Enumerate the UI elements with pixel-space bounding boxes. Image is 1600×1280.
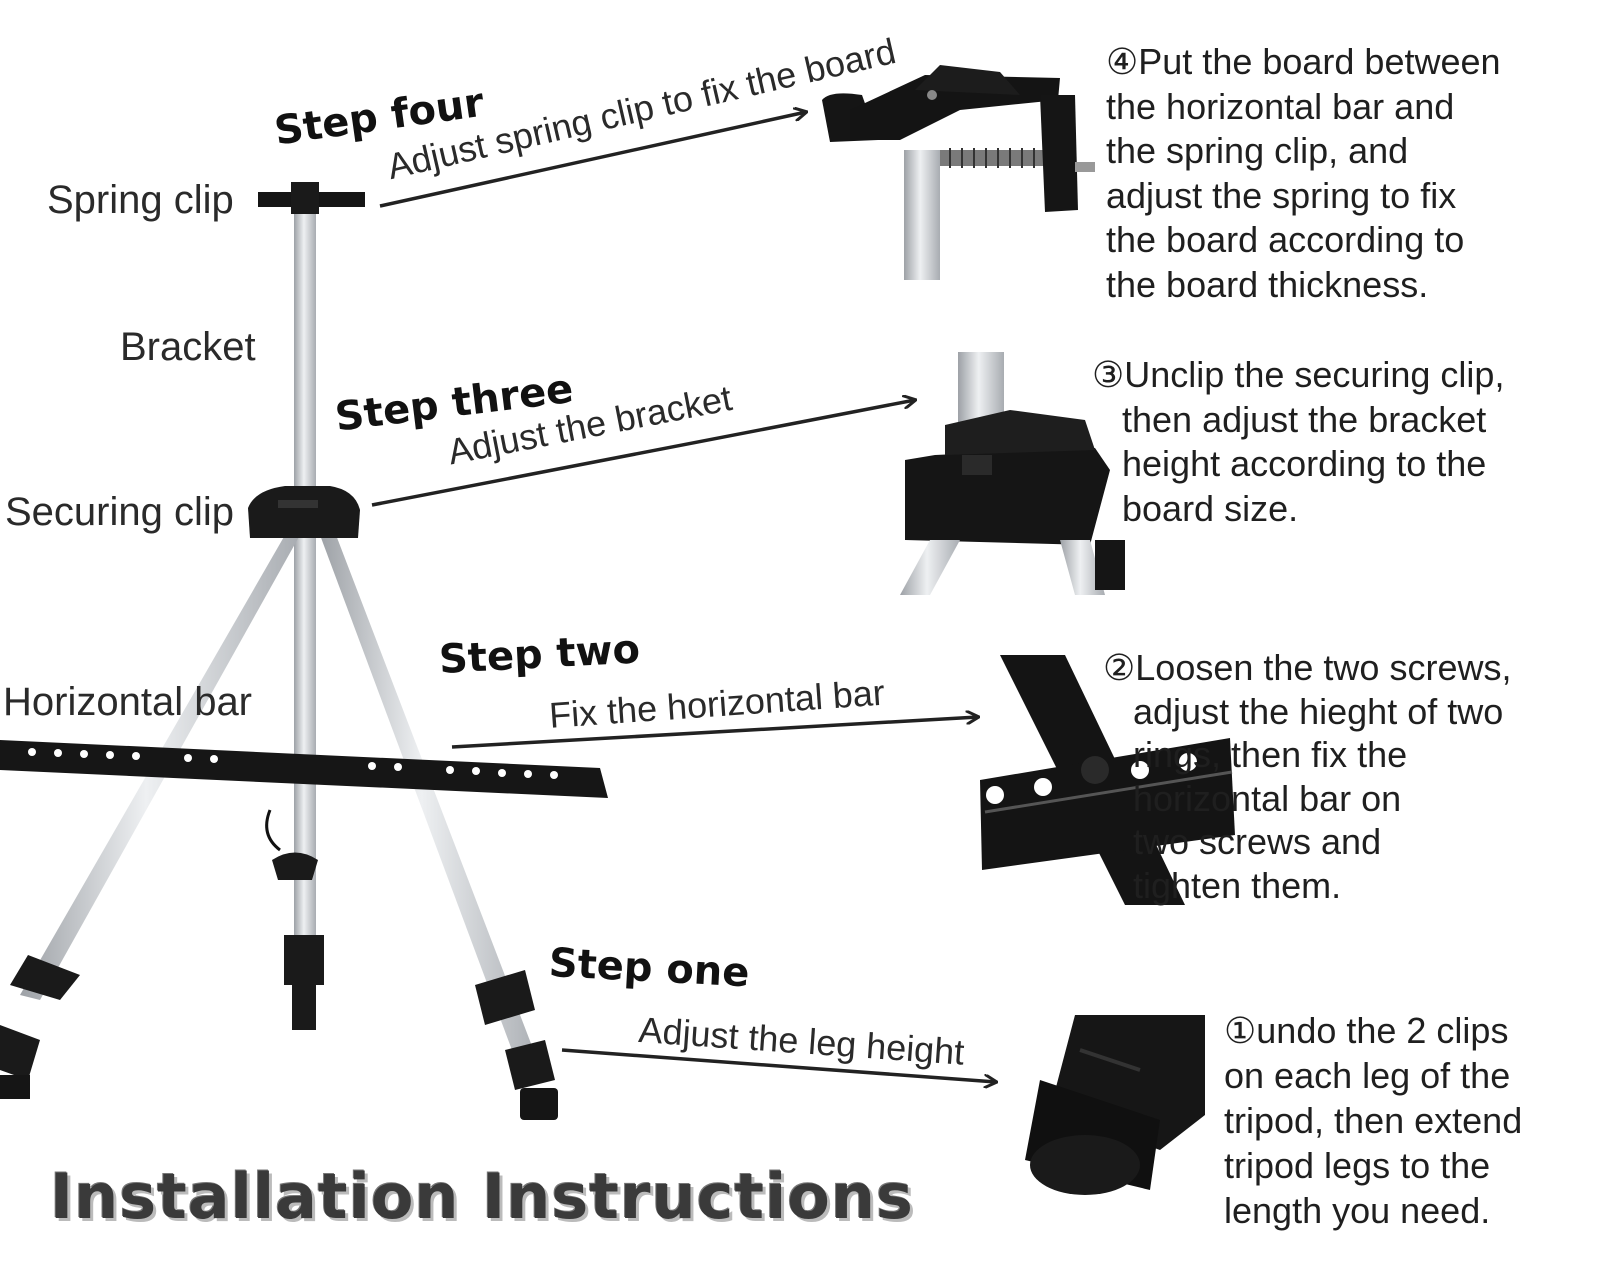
step-arrows: [371, 112, 996, 1082]
step-four-description: ④Put the board between the horizontal ba…: [1106, 41, 1501, 305]
step-two-description: ②Loosen the two screws, adjust the hiegh…: [1103, 647, 1512, 906]
step-two-heading: Step two: [437, 626, 642, 683]
horizontal-bar-detail-photo: [980, 655, 1235, 905]
arrow-step-four: [379, 112, 806, 208]
label-spring-clip: Spring clip: [47, 178, 234, 222]
step-one-description: ①undo the 2 clips on each leg of the tri…: [1224, 1010, 1523, 1231]
spring-clip-detail-photo: [822, 65, 1095, 280]
step-one-heading: Step one: [547, 940, 751, 997]
page-title: Installation Instructions: [50, 1160, 914, 1233]
label-bracket: Bracket: [120, 325, 256, 369]
step-three-description: ③Unclip the securing clip, then adjust t…: [1092, 354, 1505, 529]
leg-foot-detail-photo: [1025, 1015, 1205, 1195]
easel-main-illustration: [0, 182, 608, 1120]
label-securing-clip: Securing clip: [5, 490, 235, 534]
arrow-step-one: [561, 1048, 996, 1082]
label-horizontal-bar: Horizontal bar: [3, 680, 253, 724]
arrow-step-three: [371, 400, 915, 507]
arrow-step-two: [451, 717, 978, 749]
securing-clip-detail-photo: [900, 352, 1125, 595]
